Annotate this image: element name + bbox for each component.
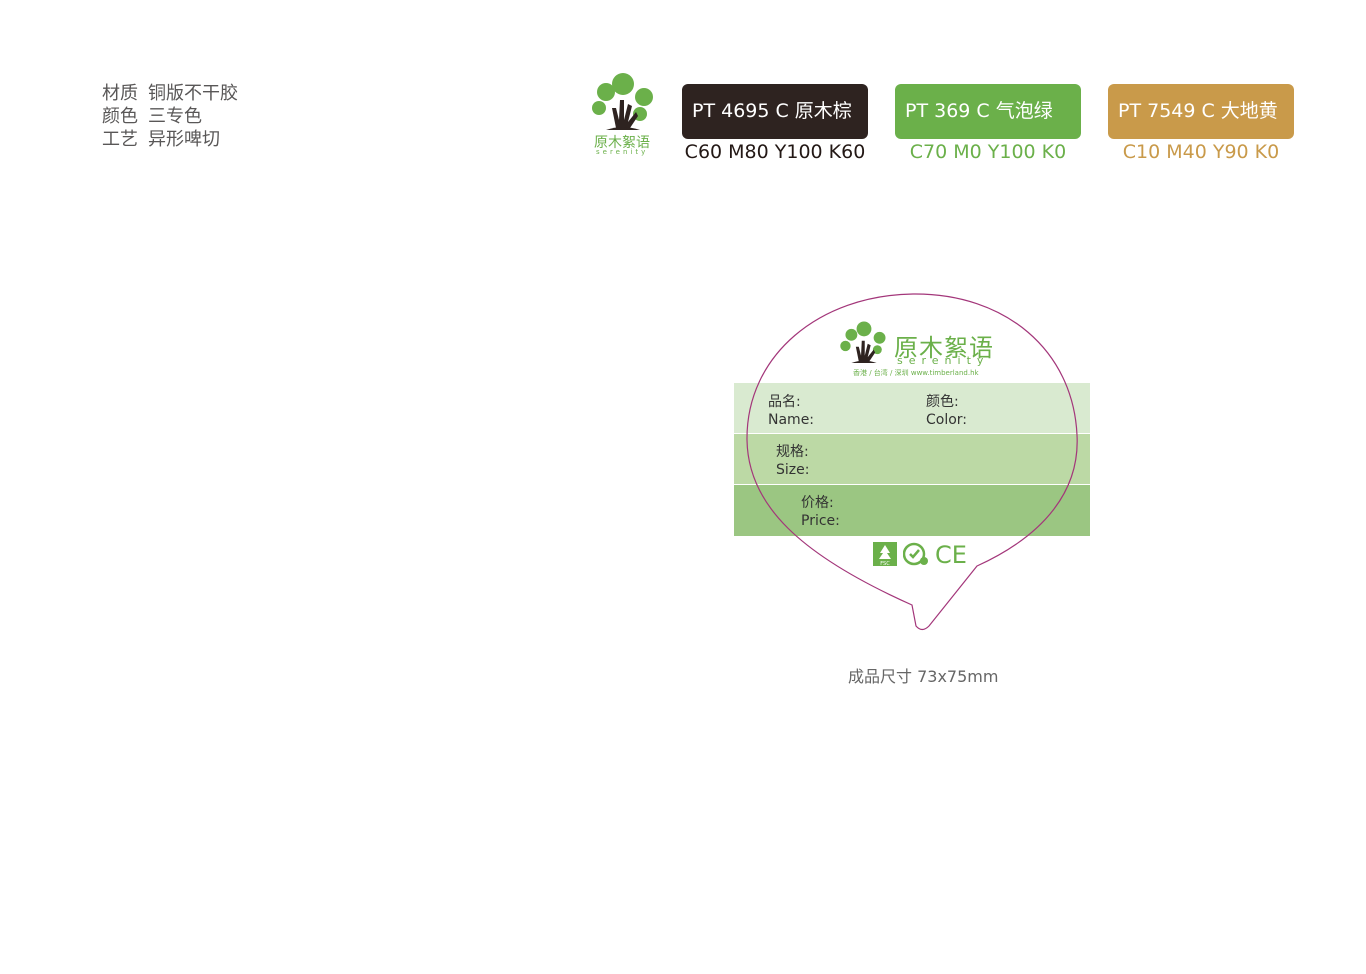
swatch-yellow-label: PT 7549 C 大地黄 xyxy=(1118,100,1278,122)
spec-value: 异形啤切 xyxy=(148,129,220,150)
spec-value: 三专色 xyxy=(148,106,202,127)
label-brand-cn: 原木絮语 xyxy=(894,334,994,362)
fsc-text: FSC xyxy=(880,561,890,567)
field-price-en: Price: xyxy=(801,513,840,529)
fsc-icon: FSC xyxy=(873,542,897,567)
cmyk-yellow: C10 M40 Y90 K0 xyxy=(1122,141,1280,163)
field-band-2 xyxy=(734,434,1090,484)
spec-key: 工艺 xyxy=(102,129,138,150)
cmyk-green: C70 M0 Y100 K0 xyxy=(909,141,1067,163)
swatch-brown-label: PT 4695 C 原木棕 xyxy=(692,100,852,122)
spec-block: 材质铜版不干胶 颜色三专色 工艺异形啤切 xyxy=(102,82,248,151)
field-color: 颜色: Color: xyxy=(926,393,967,429)
field-price: 价格: Price: xyxy=(801,494,840,530)
field-name-cn: 品名: xyxy=(768,394,801,410)
label-brand-en: serenity xyxy=(897,354,990,367)
swatch-brown: PT 4695 C 原木棕 xyxy=(682,84,868,139)
spec-key: 颜色 xyxy=(102,106,138,127)
swatch-green-label: PT 369 C 气泡绿 xyxy=(905,100,1053,122)
field-color-en: Color: xyxy=(926,412,968,428)
label-tree-icon xyxy=(840,321,886,364)
swatch-yellow: PT 7549 C 大地黄 xyxy=(1108,84,1294,139)
field-name-en: Name: xyxy=(768,412,815,428)
tree-icon xyxy=(592,73,653,130)
finished-size-caption: 成品尺寸 73x75mm xyxy=(848,667,999,686)
field-size-en: Size: xyxy=(776,462,810,478)
field-size: 规格: Size: xyxy=(776,443,809,479)
spec-row-process: 工艺异形啤切 xyxy=(102,128,248,151)
spec-row-material: 材质铜版不干胶 xyxy=(102,82,248,105)
ce-mark-icon: CE xyxy=(935,541,967,567)
spec-row-color: 颜色三专色 xyxy=(102,105,248,128)
spec-key: 材质 xyxy=(102,83,138,104)
sgs-icon xyxy=(903,542,928,566)
field-size-cn: 规格: xyxy=(776,444,809,460)
spec-value: 铜版不干胶 xyxy=(148,83,238,104)
field-band-1 xyxy=(734,383,1090,433)
logo-brand-en: serenity xyxy=(596,148,649,156)
field-price-cn: 价格: xyxy=(801,495,834,511)
label-url: 香港 / 台湾 / 深圳 www.timberland.hk xyxy=(853,369,979,377)
brand-logo: 原木絮语 serenity xyxy=(586,70,660,160)
logo-brand-cn: 原木絮语 xyxy=(594,135,650,151)
cmyk-brown: C60 M80 Y100 K60 xyxy=(684,141,866,163)
field-name: 品名: Name: xyxy=(768,393,814,429)
field-color-cn: 颜色: xyxy=(926,394,959,410)
bubble-outline xyxy=(746,293,1078,631)
ce-text: CE xyxy=(935,541,967,567)
field-band-3 xyxy=(734,485,1090,536)
swatch-green: PT 369 C 气泡绿 xyxy=(895,84,1081,139)
label-dieline xyxy=(730,290,1095,640)
